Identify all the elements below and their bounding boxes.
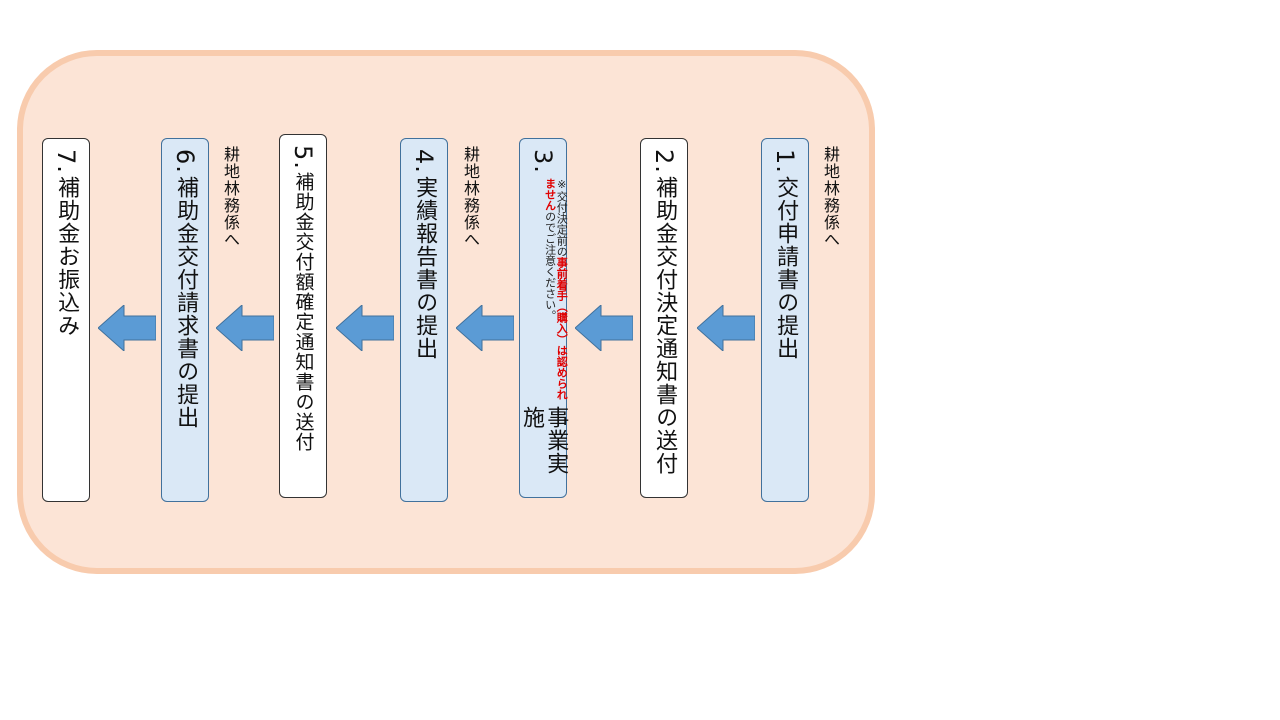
step-5-box: 5. 補助金交付額確定通知書の送付	[279, 134, 327, 498]
arrow-left-icon	[575, 305, 633, 351]
step-2-label: 補助金交付決定通知書の送付	[652, 175, 678, 475]
step-6-number: 6.	[171, 149, 200, 174]
step-1-number: 1.	[771, 149, 800, 174]
step-5-label: 補助金交付額確定通知書の送付	[292, 171, 315, 452]
caution-text-c: められません	[543, 177, 569, 400]
arrow-left-icon	[336, 305, 394, 351]
step-2-number: 2.	[650, 149, 679, 174]
step-2-box: 2. 補助金交付決定通知書の送付	[640, 138, 688, 498]
step-4-office-note: 耕地林務係へ	[461, 146, 480, 248]
arrow-left-icon	[697, 305, 755, 351]
caution-text-b: 事前着手（購入）は認	[555, 256, 569, 367]
step-1-box: 1. 交付申請書の提出	[761, 138, 809, 502]
step-3-label: 事業実施	[519, 405, 569, 475]
step-4-number: 4.	[410, 149, 439, 174]
step-1-office-note: 耕地林務係へ	[821, 146, 840, 248]
step-6-label: 補助金交付請求書の提出	[173, 175, 199, 429]
step-6-office-note: 耕地林務係へ	[221, 146, 240, 248]
step-7-number: 7.	[52, 149, 81, 174]
arrow-left-icon	[216, 305, 274, 351]
step-3-box: 3. 事業実施 ※交付決定前の事前着手（購入）は認められませんのでご注意ください…	[519, 138, 569, 498]
step-6-box: 6. 補助金交付請求書の提出	[161, 138, 209, 502]
step-3-number: 3.	[529, 149, 558, 174]
step-7-box: 7. 補助金お振込み	[42, 138, 90, 502]
arrow-left-icon	[98, 305, 156, 351]
arrow-left-icon	[456, 305, 514, 351]
step-5-number: 5.	[289, 145, 318, 170]
step-1-label: 交付申請書の提出	[773, 175, 799, 360]
step-3-caution: ※交付決定前の事前着手（購入）は認められませんのでご注意ください。	[543, 177, 569, 406]
step-7-label: 補助金お振込み	[54, 175, 80, 337]
caution-text-a: ※交付決定前の	[555, 177, 569, 257]
step-3-content: 事業実施 ※交付決定前の事前着手（購入）は認められませんのでご注意ください。	[519, 176, 569, 497]
step-4-box: 4. 実績報告書の提出	[400, 138, 448, 502]
caution-text-d: のでご注意ください。	[543, 210, 557, 321]
step-4-label: 実績報告書の提出	[412, 175, 438, 360]
